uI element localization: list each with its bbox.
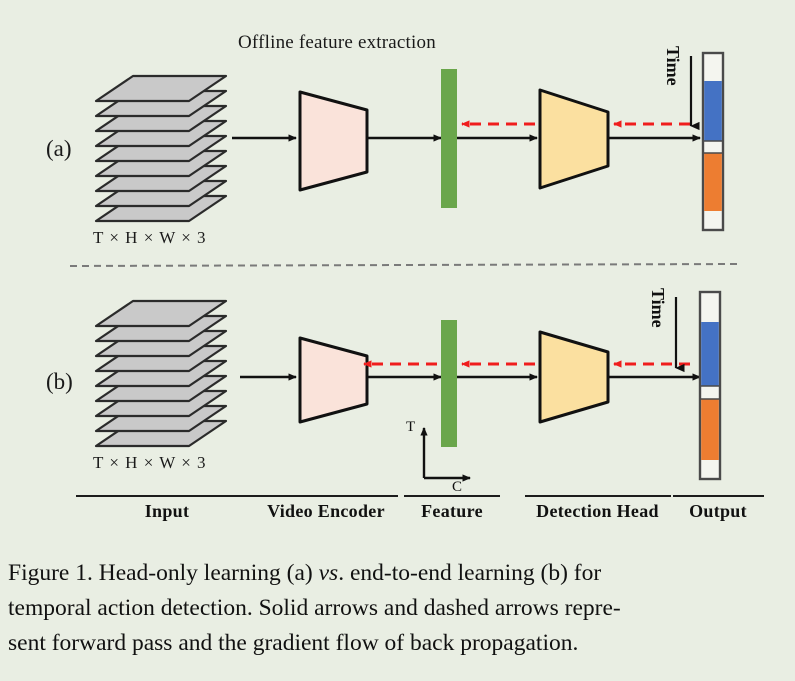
feature-bar-a bbox=[441, 69, 457, 208]
detection-head-b bbox=[538, 330, 610, 424]
legend-label-output: Output bbox=[689, 501, 747, 521]
output-bar-a-seg-blue bbox=[704, 81, 722, 141]
time-label-a: Time bbox=[663, 46, 683, 86]
output-bar-b-seg-blue bbox=[701, 322, 719, 386]
legend-label-video-encoder: Video Encoder bbox=[267, 501, 385, 521]
output-bar-a bbox=[701, 51, 725, 232]
legend-label-feature: Feature bbox=[421, 501, 483, 521]
legend-rule-feature bbox=[404, 495, 500, 497]
input-dims-label-b: T × H × W × 3 bbox=[93, 453, 207, 472]
panel-a-group bbox=[94, 51, 725, 232]
caption-line-1-part-1: Figure 1. Head-only learning (a) bbox=[8, 560, 319, 586]
caption-line-2: temporal action detection. Solid arrows … bbox=[8, 595, 621, 621]
panel-label-b: (b) bbox=[46, 369, 73, 394]
input-dims-label-a: T × H × W × 3 bbox=[93, 228, 207, 247]
caption-line-1: Figure 1. Head-only learning (a) vs. end… bbox=[8, 556, 790, 591]
legend-rule-input bbox=[76, 495, 258, 497]
diagram-area: Offline feature extraction (a) (b) T × H… bbox=[46, 32, 739, 495]
input-frame-stack-a bbox=[94, 74, 228, 223]
feature-bar-b bbox=[441, 320, 457, 447]
panel-divider bbox=[69, 263, 739, 267]
output-bar-b bbox=[698, 290, 722, 481]
legend-rule-video-encoder bbox=[254, 495, 398, 497]
diagram-svg bbox=[69, 51, 739, 482]
input-frame-stack-b bbox=[94, 299, 228, 448]
output-bar-a-seg-orange bbox=[704, 153, 722, 211]
caption-line-1-italic: vs bbox=[318, 560, 339, 586]
legend-item-feature: Feature bbox=[397, 495, 507, 522]
panel-b-group bbox=[94, 290, 722, 482]
legend-rule-output bbox=[672, 495, 764, 497]
feature-axis-indicator bbox=[420, 427, 471, 482]
legend-item-video-encoder: Video Encoder bbox=[241, 495, 411, 522]
output-bar-b-seg-orange bbox=[701, 399, 719, 460]
video-encoder-a bbox=[298, 90, 369, 192]
caption-line-1-part-2: . end-to-end learning (b) for bbox=[338, 560, 602, 586]
legend-label-input: Input bbox=[144, 501, 190, 521]
detection-head-a bbox=[538, 88, 610, 190]
offline-feature-extraction-title: Offline feature extraction bbox=[238, 32, 436, 53]
legend-rule-detection-head bbox=[524, 495, 671, 497]
component-legend-row: Input Video Encoder Feature Detection He… bbox=[0, 495, 795, 541]
legend-item-detection-head: Detection Head bbox=[515, 495, 680, 522]
legend-item-output: Output bbox=[666, 495, 770, 522]
axis-label-t: T bbox=[406, 419, 416, 435]
time-label-b: Time bbox=[648, 288, 668, 328]
axis-label-c: C bbox=[452, 479, 463, 495]
legend-item-input: Input bbox=[72, 495, 262, 522]
panel-label-a: (a) bbox=[46, 136, 72, 161]
legend-label-detection-head: Detection Head bbox=[536, 501, 659, 521]
video-encoder-b bbox=[298, 336, 369, 424]
figure-caption: Figure 1. Head-only learning (a) vs. end… bbox=[8, 556, 790, 661]
caption-line-3: sent forward pass and the gradient flow … bbox=[8, 630, 579, 656]
